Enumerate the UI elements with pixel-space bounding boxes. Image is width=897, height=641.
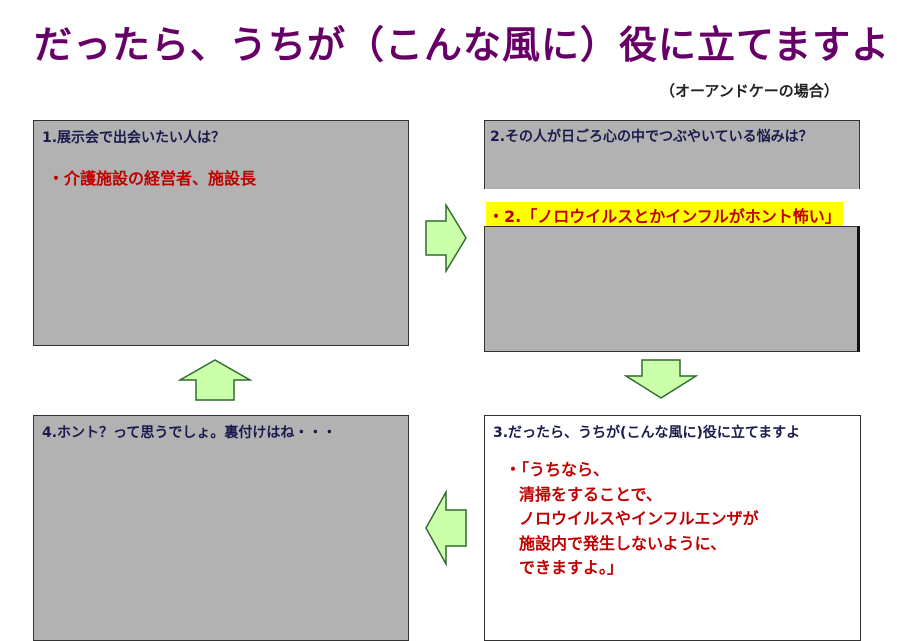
box-2-heading: 2.その人が日ごろ心の中でつぶやいている悩みは？ xyxy=(490,129,813,145)
box-2-concerns: 2.その人が日ごろ心の中でつぶやいている悩みは？ ・2.「ノロウイルスとかインフ… xyxy=(484,120,860,352)
arrow-left-icon xyxy=(425,490,467,566)
arrow-right-icon xyxy=(425,203,467,273)
box-3-line: できますよ。」 xyxy=(519,558,624,577)
box-3-line: 施設内で発生しないように、 xyxy=(519,533,727,553)
box-3-heading: 3.だったら、うちが(こんな風に)役に立てますよ xyxy=(493,425,801,441)
box-1-heading: 1.展示会で出会いたい人は？ xyxy=(42,130,226,146)
box-3-solution: 3.だったら、うちが(こんな風に)役に立てますよ ・「うちなら、 清掃をすること… xyxy=(484,415,861,641)
box-1-target-audience: 1.展示会で出会いたい人は？ ・介護施設の経営者、施設長 xyxy=(33,120,409,346)
arrow-down-icon xyxy=(624,359,698,399)
box-3-line: ・「うちなら、 xyxy=(505,460,610,479)
box-1-bullet: ・介護施設の経営者、施設長 xyxy=(48,169,257,188)
page-title: だったら、うちが（こんな風に）役に立てますよ xyxy=(34,23,891,67)
box-4-evidence: 4.ホント？って思うでしょ。裏付けはね・・・ xyxy=(33,415,409,641)
box-4-heading: 4.ホント？って思うでしょ。裏付けはね・・・ xyxy=(42,425,337,441)
page-subtitle: （オーアンドケーの場合） xyxy=(660,82,839,100)
box-2-bullet: ・2.「ノロウイルスとかインフルがホント怖い」 xyxy=(486,202,843,228)
box-3-line: 清掃をすることで、 xyxy=(519,484,662,504)
box-3-line: ノロウイルスやインフルエンザが xyxy=(519,509,759,528)
arrow-up-icon xyxy=(178,359,252,401)
